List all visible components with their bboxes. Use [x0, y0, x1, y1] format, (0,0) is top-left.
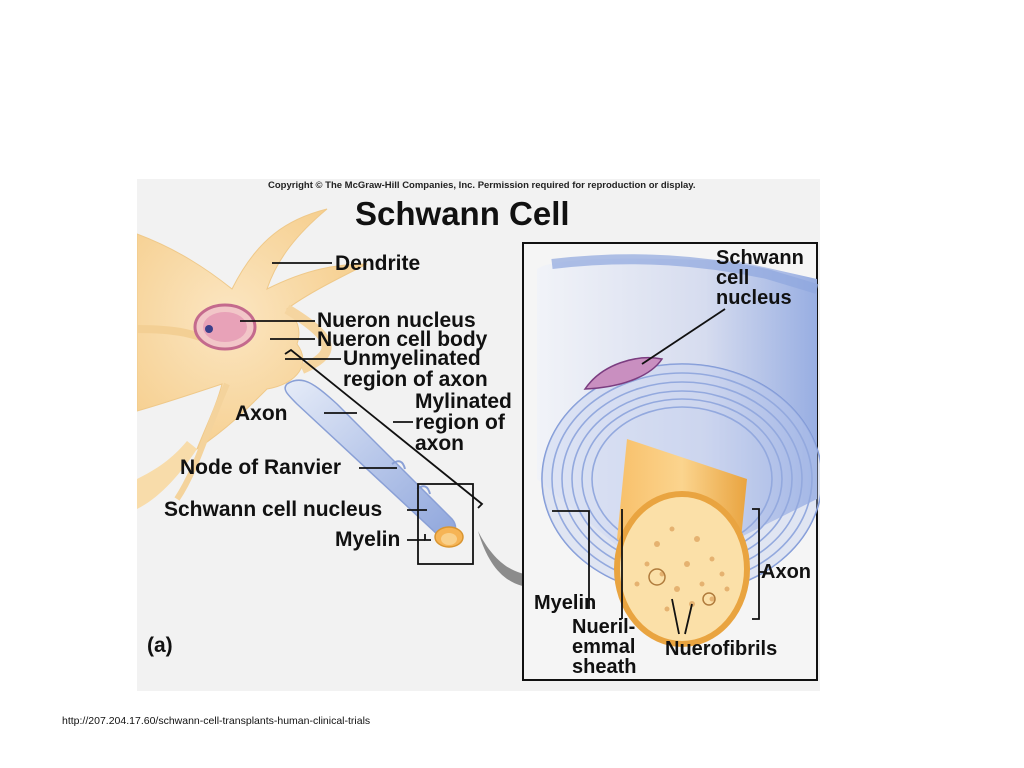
label-neuron-cell-body: Nueron cell body — [317, 328, 488, 351]
label-mylinated-line1: Mylinated — [415, 390, 512, 413]
source-caption: http://207.204.17.60/schwann-cell-transp… — [62, 715, 371, 727]
label-neurilemmal-line2: emmal — [572, 636, 636, 658]
label-neurilemmal-line3: sheath — [572, 656, 637, 678]
label-myelin-left: Myelin — [335, 528, 401, 551]
label-schwann-cell-nucleus-left: Schwann cell nucleus — [164, 498, 383, 521]
label-neuron-nucleus: Nueron nucleus — [317, 309, 476, 332]
copyright-notice: Copyright © The McGraw-Hill Companies, I… — [268, 180, 696, 191]
diagram-illustration — [137, 208, 820, 681]
label-neurilemmal-line1: Nueril- — [572, 616, 636, 638]
panel-marker-a: (a) — [147, 634, 173, 657]
label-mylinated-line2: region of — [415, 411, 505, 434]
schwann-cell-figure: Copyright © The McGraw-Hill Companies, I… — [137, 179, 820, 691]
axon-illustration-left — [284, 379, 464, 548]
label-unmyelinated-line1: Unmyelinated — [343, 347, 481, 370]
label-unmyelinated-line2: region of axon — [343, 368, 488, 391]
label-axon-left: Axon — [235, 402, 288, 425]
label-dendrite: Dendrite — [335, 252, 421, 275]
label-schwann-right-line3: nucleus — [716, 287, 792, 309]
diagram-title: Schwann Cell — [355, 195, 570, 232]
leader-lines-left — [240, 262, 484, 565]
magnified-panel — [522, 242, 820, 681]
label-schwann-right-line1: Schwann — [716, 247, 804, 269]
label-myelin-right: Myelin — [534, 592, 597, 614]
label-node-of-ranvier: Node of Ranvier — [180, 456, 342, 479]
label-schwann-right-line2: cell — [716, 267, 750, 289]
label-axon-right: Axon — [761, 561, 811, 583]
label-mylinated-line3: axon — [415, 432, 465, 455]
label-neurofibrils: Nuerofibrils — [665, 638, 778, 660]
neuron-cell-body-illustration — [137, 208, 368, 509]
